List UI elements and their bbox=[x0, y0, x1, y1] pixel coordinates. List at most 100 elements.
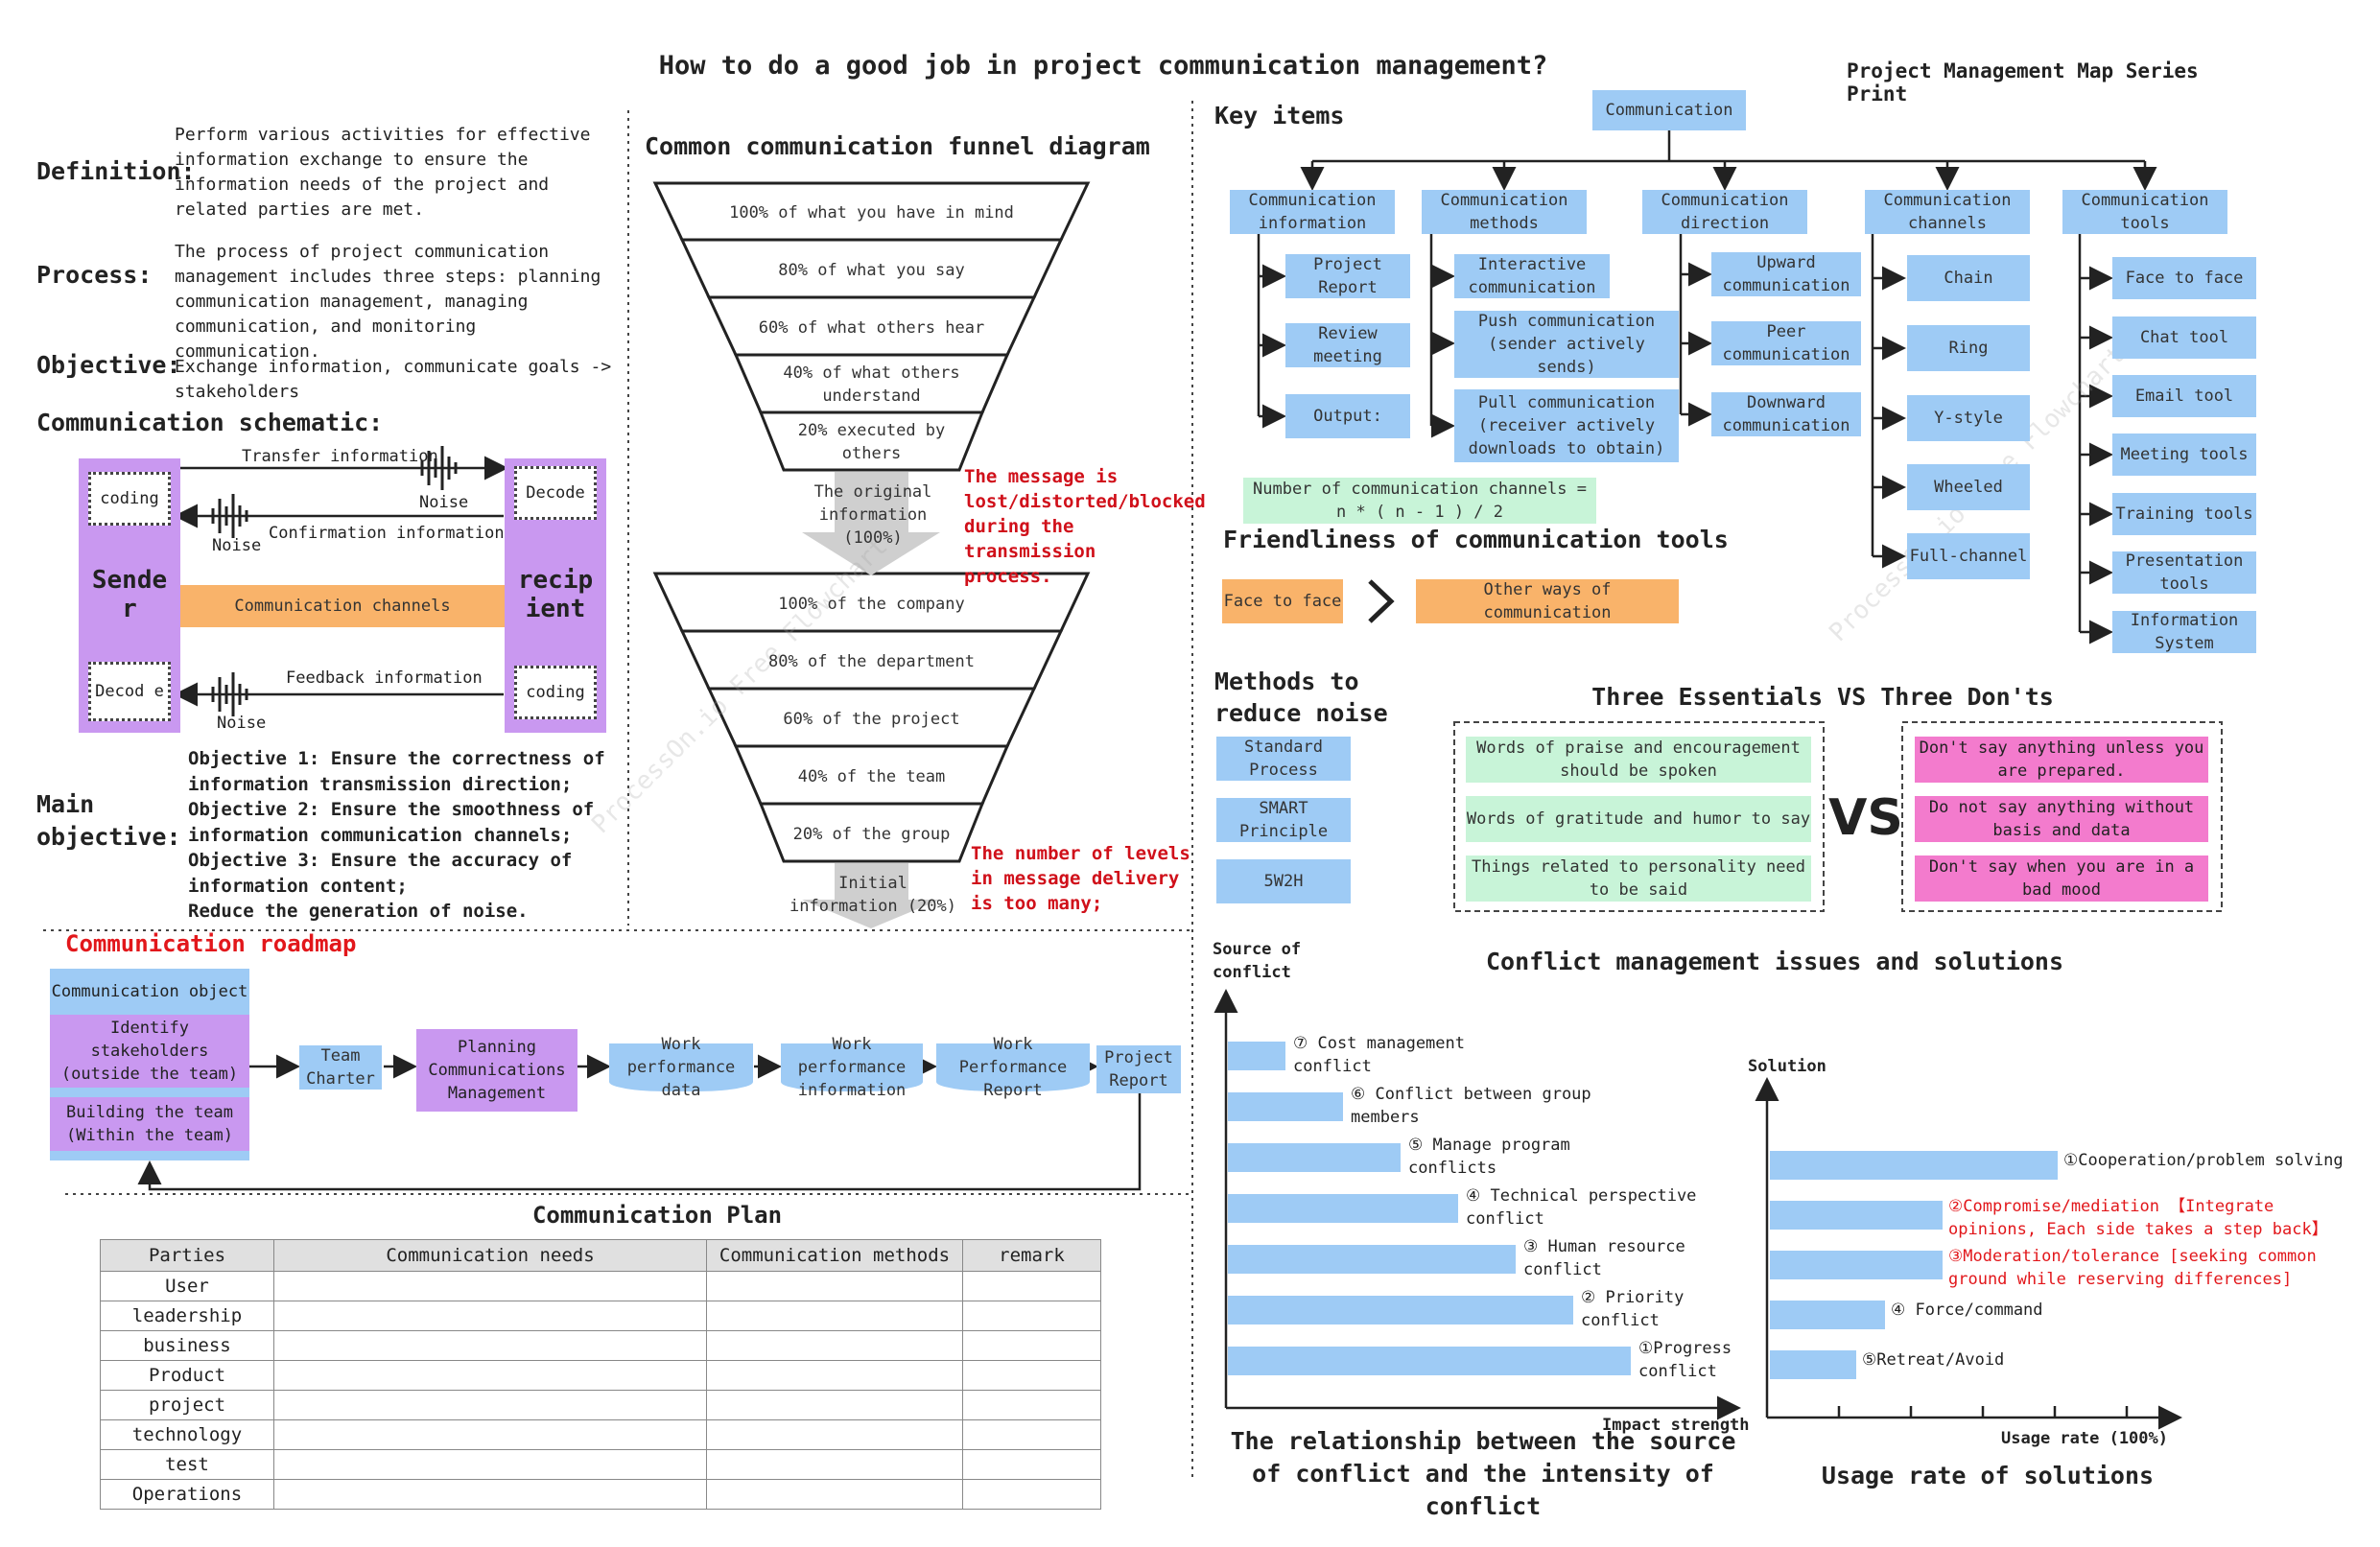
essential-do: Words of gratitude and humor to say bbox=[1466, 796, 1811, 842]
noise-label: Noise bbox=[419, 493, 469, 512]
main-objective-list: Objective 1: Ensure the correctness of i… bbox=[188, 746, 629, 925]
table-row: technology bbox=[100, 1419, 1101, 1450]
solution-bar bbox=[1770, 1151, 2058, 1180]
roadmap-building: Building the team (Within the team) bbox=[50, 1097, 249, 1151]
key-channel-item: Wheeled bbox=[1907, 464, 2030, 510]
vs-label: VS bbox=[1828, 789, 1903, 847]
plan-party: Product bbox=[100, 1360, 274, 1391]
noise-label: Noise bbox=[212, 536, 262, 555]
page-title: How to do a good job in project communic… bbox=[658, 50, 1548, 81]
solution-bar-label: ④ Force/command bbox=[1891, 1301, 2043, 1320]
plan-table: Parties Communication needs Communicatio… bbox=[100, 1239, 1101, 1510]
roadmap-step: Project Report bbox=[1096, 1045, 1181, 1093]
plan-party: leadership bbox=[100, 1301, 274, 1331]
source-caption: The relationship between the source of c… bbox=[1230, 1427, 1736, 1520]
main-objective-item: Objective 1: Ensure the correctness of i… bbox=[188, 748, 605, 795]
table-row: project bbox=[100, 1390, 1101, 1420]
main-objective-item: Reduce the generation of noise. bbox=[188, 901, 529, 922]
process-text: The process of project communication man… bbox=[175, 242, 601, 362]
funnel-title: Common communication funnel diagram bbox=[645, 132, 1150, 160]
key-category: Communication channels bbox=[1865, 190, 2030, 234]
solution-bar bbox=[1770, 1201, 1943, 1230]
funnel-level: 20% executed by others bbox=[797, 421, 946, 463]
funnel-level: 100% of the company bbox=[778, 595, 965, 614]
key-tool-item: Information System bbox=[2112, 611, 2256, 653]
plan-party: business bbox=[100, 1330, 274, 1361]
confirmation-label: Confirmation information bbox=[269, 524, 505, 543]
transfer-label: Transfer information bbox=[242, 447, 438, 466]
essential-do: Words of praise and encouragement should… bbox=[1466, 737, 1811, 783]
source-bar-label: ④ Technical perspective conflict bbox=[1466, 1186, 1697, 1229]
key-channel-item: Ring bbox=[1907, 325, 2030, 371]
key-items-title: Key items bbox=[1214, 102, 1345, 129]
friendliness-face: Face to face bbox=[1222, 579, 1343, 623]
roadmap-step: Work performance data bbox=[609, 1035, 753, 1100]
schematic-title: Communication schematic: bbox=[36, 409, 384, 436]
source-bar-label: ①Progress conflict bbox=[1638, 1339, 1732, 1381]
solution-bar-label: ⑤Retreat/Avoid bbox=[1862, 1350, 2005, 1370]
plan-header: remark bbox=[962, 1239, 1101, 1272]
source-bar bbox=[1228, 1042, 1285, 1070]
definition-text: Perform various activities for effective… bbox=[175, 125, 591, 220]
solution-axis-label: Solution bbox=[1748, 1057, 1826, 1076]
plan-header: Parties bbox=[100, 1239, 274, 1272]
key-info-item: Output: bbox=[1285, 394, 1410, 438]
plan-party: project bbox=[100, 1390, 274, 1420]
plan-party: test bbox=[100, 1449, 274, 1480]
funnel-level: 40% of what others understand bbox=[783, 363, 960, 406]
plan-party: technology bbox=[100, 1419, 274, 1450]
source-bar bbox=[1228, 1245, 1516, 1274]
key-direction-item: Upward communication bbox=[1711, 252, 1861, 296]
funnel-note: The message is lost/distorted/blocked du… bbox=[964, 466, 1206, 587]
sender-label: Sende r bbox=[91, 566, 168, 623]
source-axis-label: Source of conflict bbox=[1213, 940, 1302, 982]
plan-title: Communication Plan bbox=[531, 1202, 783, 1229]
key-category: Communication direction bbox=[1642, 190, 1807, 234]
channels-bar: Communication channels bbox=[180, 585, 505, 627]
roadmap-title: Communication roadmap bbox=[65, 930, 357, 957]
funnel-level: 60% of what others hear bbox=[758, 318, 985, 338]
objective-label: Objective: bbox=[36, 351, 181, 379]
table-row: Operations bbox=[100, 1479, 1101, 1510]
plan-header: Communication methods bbox=[706, 1239, 963, 1272]
definition-label: Definition: bbox=[36, 157, 196, 185]
funnel-level: 20% of the group bbox=[792, 825, 951, 844]
main-objective-item: Objective 3: Ensure the accuracy of info… bbox=[188, 850, 573, 897]
solution-bar bbox=[1770, 1350, 1856, 1379]
funnel-level: 60% of the project bbox=[783, 710, 960, 729]
essential-dont: Don't say when you are in a bad mood bbox=[1915, 856, 2208, 902]
table-row: leadership bbox=[100, 1301, 1101, 1331]
essential-dont: Don't say anything unless you are prepar… bbox=[1915, 737, 2208, 783]
solution-bar-label: ③Moderation/tolerance [seeking common gr… bbox=[1948, 1247, 2317, 1289]
roadmap-step: Work performance information bbox=[781, 1035, 923, 1100]
funnel-level: 100% of what you have in mind bbox=[729, 203, 1014, 223]
key-category: Communication methods bbox=[1422, 190, 1587, 234]
recipient-label: recip ient bbox=[517, 566, 594, 623]
source-bar-label: ⑥ Conflict between group members bbox=[1351, 1085, 1591, 1127]
key-info-item: Project Report bbox=[1285, 254, 1410, 298]
noise-method: Standard Process bbox=[1216, 737, 1351, 781]
key-direction-item: Peer communication bbox=[1711, 321, 1861, 365]
coding-box-left: coding bbox=[88, 472, 171, 526]
friendliness-other: Other ways of communication bbox=[1416, 579, 1679, 623]
source-bar bbox=[1228, 1194, 1458, 1223]
solution-caption: Usage rate of solutions bbox=[1821, 1461, 2155, 1489]
essential-dont: Do not say anything without basis and da… bbox=[1915, 796, 2208, 842]
main-objective-item: Objective 2: Ensure the smoothness of in… bbox=[188, 799, 595, 846]
plan-party: Operations bbox=[100, 1479, 274, 1510]
channel-formula: Number of communication channels = n * (… bbox=[1243, 478, 1596, 524]
funnel-note: The number of levels in message delivery… bbox=[971, 843, 1190, 914]
table-row: business bbox=[100, 1330, 1101, 1361]
impact-axis-label: Impact strength bbox=[1602, 1416, 1750, 1435]
main-objective-label: Main objective: bbox=[36, 790, 181, 851]
table-row: test bbox=[100, 1449, 1101, 1480]
feedback-label: Feedback information bbox=[286, 668, 483, 688]
source-bar-label: ② Priority conflict bbox=[1581, 1288, 1685, 1330]
process-label: Process: bbox=[36, 261, 153, 289]
source-bar bbox=[1228, 1092, 1343, 1121]
key-channel-item: Y-style bbox=[1907, 395, 2030, 441]
funnel-arrow-label: Initial information (20%) bbox=[789, 874, 956, 916]
key-channel-item: Full-channel bbox=[1907, 533, 2030, 579]
key-tool-item: Face to face bbox=[2112, 257, 2256, 299]
